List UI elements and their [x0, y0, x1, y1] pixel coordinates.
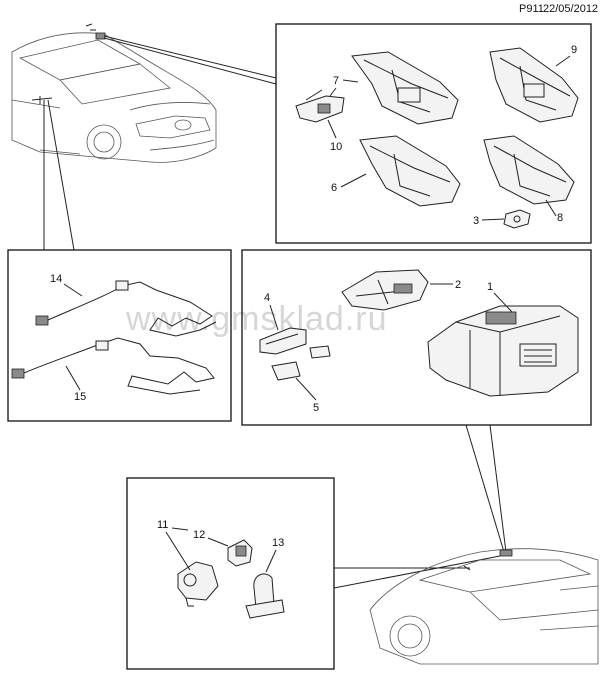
part-2-cover — [341, 269, 429, 311]
diagram-date: 22/05/2012 — [543, 3, 599, 15]
callout-10: 10 — [330, 141, 342, 153]
callout-7: 7 — [333, 75, 339, 87]
part-6-bracket — [359, 135, 461, 207]
callout-4: 4 — [264, 292, 270, 304]
part-3-clip — [503, 209, 531, 229]
part-7-bracket — [351, 51, 459, 125]
callout-5: 5 — [313, 402, 319, 414]
callout-13: 13 — [272, 537, 284, 549]
callout-8: 8 — [557, 212, 563, 224]
callout-3: 3 — [473, 215, 479, 227]
part-14-harness — [35, 280, 217, 337]
detail-box-harness — [7, 249, 232, 422]
part-13-sensor — [245, 573, 285, 619]
detail-box-roof-module — [275, 23, 592, 244]
detail-box-control-unit — [241, 249, 592, 426]
callout-1: 1 — [487, 281, 493, 293]
callout-15: 15 — [74, 391, 86, 403]
part-5-clip — [271, 345, 331, 381]
diagram-code: P911 — [519, 3, 544, 15]
part-10-sensor — [295, 87, 345, 123]
car-front-view — [11, 23, 217, 163]
callout-12: 12 — [193, 529, 205, 541]
part-4-bracket — [259, 327, 307, 355]
callout-9: 9 — [571, 44, 577, 56]
callout-14: 14 — [50, 273, 62, 285]
watermark: www.gmsklad.ru — [125, 300, 388, 338]
car-rear-view — [369, 548, 599, 665]
detail-box-connectors — [126, 477, 335, 670]
part-15-harness — [11, 337, 215, 395]
part-9-bracket — [489, 47, 579, 123]
callout-2: 2 — [455, 279, 461, 291]
callout-6: 6 — [331, 182, 337, 194]
part-11-housing — [177, 561, 219, 607]
part-1-control-unit — [427, 305, 579, 397]
callout-11: 11 — [157, 519, 168, 531]
part-8-bracket — [483, 135, 575, 205]
part-12-connector — [227, 539, 253, 567]
